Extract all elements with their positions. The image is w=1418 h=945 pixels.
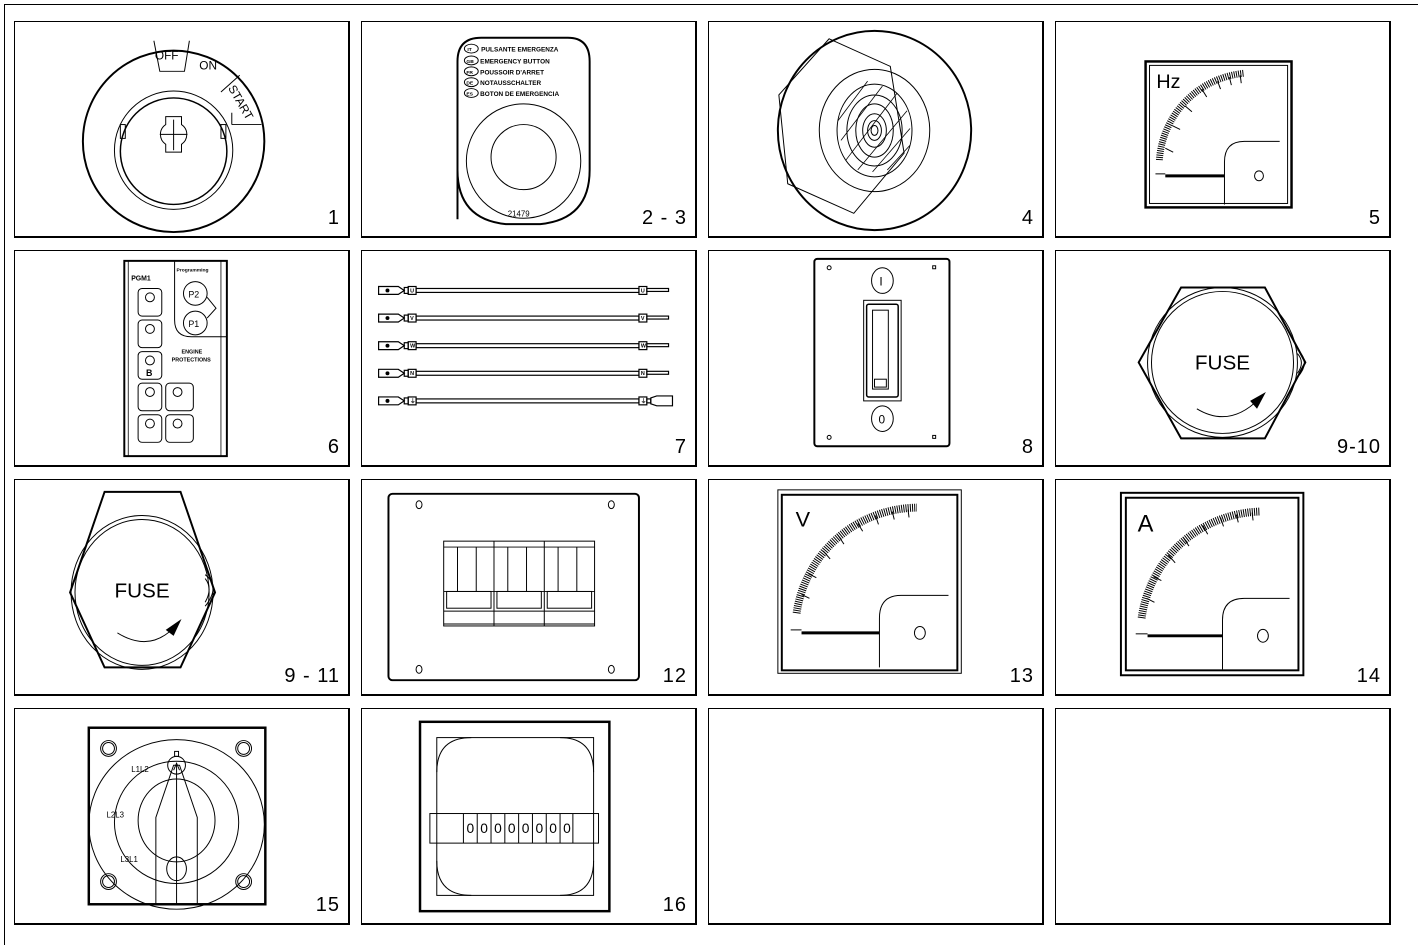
programming-label: Programming — [177, 268, 209, 274]
counter-digit: 0 — [466, 821, 474, 836]
gland-knob-icon — [776, 29, 973, 232]
frequency-meter-icon: Hz — [1144, 60, 1293, 209]
cable-tag-ground: ⏚ — [410, 398, 415, 405]
item-number: 14 — [1356, 665, 1381, 687]
panel-voltmeter: V 13 — [708, 479, 1044, 696]
counter-digit: 0 — [522, 821, 530, 836]
panel-frequency-meter: Hz 5 — [1055, 21, 1391, 238]
svg-text:ENGINE: ENGINE — [181, 350, 202, 356]
panel-circuit-breaker: 12 — [361, 479, 697, 696]
svg-text:PROTECTIONS: PROTECTIONS — [172, 357, 211, 363]
panel-gland-knob: 4 — [708, 21, 1044, 238]
cable-tag-n: N — [410, 371, 414, 377]
cable-tag-u: U — [410, 288, 414, 294]
circuit-breaker-icon — [387, 492, 640, 682]
p1-button: P1 — [188, 319, 199, 329]
label-line-gb: EMERGENCY BUTTON — [480, 58, 550, 65]
cable-tag-v: V — [410, 316, 414, 322]
counter-digit: 0 — [536, 821, 544, 836]
panel-empty-2 — [1055, 708, 1391, 925]
counter-digit: 0 — [508, 821, 516, 836]
start-label: START — [225, 83, 256, 123]
panel-emergency-label: IT PULSANTE EMERGENZA GB EMERGENCY BUTTO… — [361, 21, 697, 238]
item-number: 16 — [662, 894, 687, 916]
svg-text:W: W — [641, 344, 647, 350]
off-symbol: 0 — [878, 413, 885, 427]
label-line-it: PULSANTE EMERGENZA — [481, 47, 559, 54]
position-l3l1: L3L1 — [120, 855, 138, 864]
part-code: 21479 — [508, 209, 530, 218]
off-label: OFF — [155, 48, 179, 62]
panel-hour-counter: 0 0 0 0 0 0 0 0 16 — [361, 708, 697, 925]
item-number: 2 - 3 — [641, 207, 687, 229]
voltmeter-icon: V — [777, 489, 962, 674]
on-label: ON — [199, 58, 217, 72]
item-number: 1 — [327, 207, 340, 229]
unit-label: V — [796, 506, 811, 531]
item-number: 9-10 — [1336, 436, 1381, 458]
cable-tag-w: W — [410, 344, 416, 350]
emergency-stop-label-icon: IT PULSANTE EMERGENZA GB EMERGENCY BUTTO… — [456, 36, 591, 226]
module-title: PGM1 — [131, 276, 151, 283]
fuse-label: FUSE — [1195, 351, 1250, 374]
voltmeter-selector-icon: L1L2 L2L3 L3L1 — [87, 726, 267, 910]
label-line-de: NOTAUSSCHALTER — [480, 80, 541, 87]
panel-pgm1-module: PGM1 Programming P2 P1 ENGINE PROTECTION… — [14, 250, 350, 467]
fuse-holder-icon: FUSE — [69, 490, 217, 670]
fuse-label: FUSE — [114, 579, 169, 602]
item-number: 8 — [1021, 436, 1034, 458]
svg-text:IT: IT — [467, 47, 471, 53]
item-number: 15 — [315, 894, 340, 916]
sheet-frame-left — [4, 4, 5, 945]
key-switch-icon: OFF ON START — [81, 40, 266, 234]
fuse-holder-icon: FUSE — [1137, 286, 1307, 440]
panel-rocker-switch: I 0 8 — [708, 250, 1044, 467]
item-number: 4 — [1021, 207, 1034, 229]
sheet-frame-top — [4, 4, 1418, 5]
svg-text:ES: ES — [466, 91, 473, 97]
unit-label: Hz — [1156, 71, 1180, 93]
panel-cable-set: U U V V W W N N ⏚ ⏚ 7 — [361, 250, 697, 467]
svg-text:B: B — [146, 368, 152, 378]
item-number: 9 - 11 — [284, 665, 340, 687]
counter-digit: 0 — [549, 821, 557, 836]
item-number: 5 — [1368, 207, 1381, 229]
svg-text:V: V — [641, 316, 645, 322]
counter-digit: 0 — [480, 821, 488, 836]
hour-counter-icon: 0 0 0 0 0 0 0 0 — [418, 720, 611, 913]
panel-key-switch: OFF ON START 1 — [14, 21, 350, 238]
svg-text:U: U — [641, 288, 645, 294]
panel-voltmeter-selector: L1L2 L2L3 L3L1 15 — [14, 708, 350, 925]
panel-ammeter: A 14 — [1055, 479, 1391, 696]
position-l1l2: L1L2 — [131, 765, 149, 774]
cable-set-icon: U U V V W W N N ⏚ ⏚ — [378, 285, 674, 407]
component-grid: OFF ON START 1 IT PULSANTE EMERGENZA GB … — [14, 21, 1391, 925]
item-number: 6 — [327, 436, 340, 458]
counter-digit: 0 — [563, 821, 571, 836]
label-line-es: BOTON DE EMERGENCIA — [480, 91, 559, 98]
svg-text:⏚: ⏚ — [641, 398, 646, 405]
ammeter-icon: A — [1119, 491, 1305, 677]
item-number: 7 — [674, 436, 687, 458]
panel-empty-1 — [708, 708, 1044, 925]
panel-fuse-holder-9-10: FUSE 9-10 — [1055, 250, 1391, 467]
item-number: 12 — [662, 665, 687, 687]
svg-text:N: N — [641, 371, 645, 377]
unit-label: A — [1138, 511, 1154, 537]
pgm1-module-icon: PGM1 Programming P2 P1 ENGINE PROTECTION… — [123, 259, 228, 458]
rocker-switch-icon: I 0 — [813, 257, 951, 448]
svg-text:FR: FR — [466, 70, 473, 76]
p2-button: P2 — [188, 289, 199, 299]
svg-text:DE: DE — [466, 81, 474, 87]
label-line-fr: POUSSOIR D'ARRET — [480, 69, 544, 76]
position-l2l3: L2L3 — [107, 810, 125, 819]
panel-fuse-holder-9-11: FUSE 9 - 11 — [14, 479, 350, 696]
on-symbol: I — [879, 275, 882, 289]
item-number: 13 — [1009, 665, 1034, 687]
counter-digit: 0 — [494, 821, 502, 836]
svg-text:GB: GB — [466, 59, 474, 65]
